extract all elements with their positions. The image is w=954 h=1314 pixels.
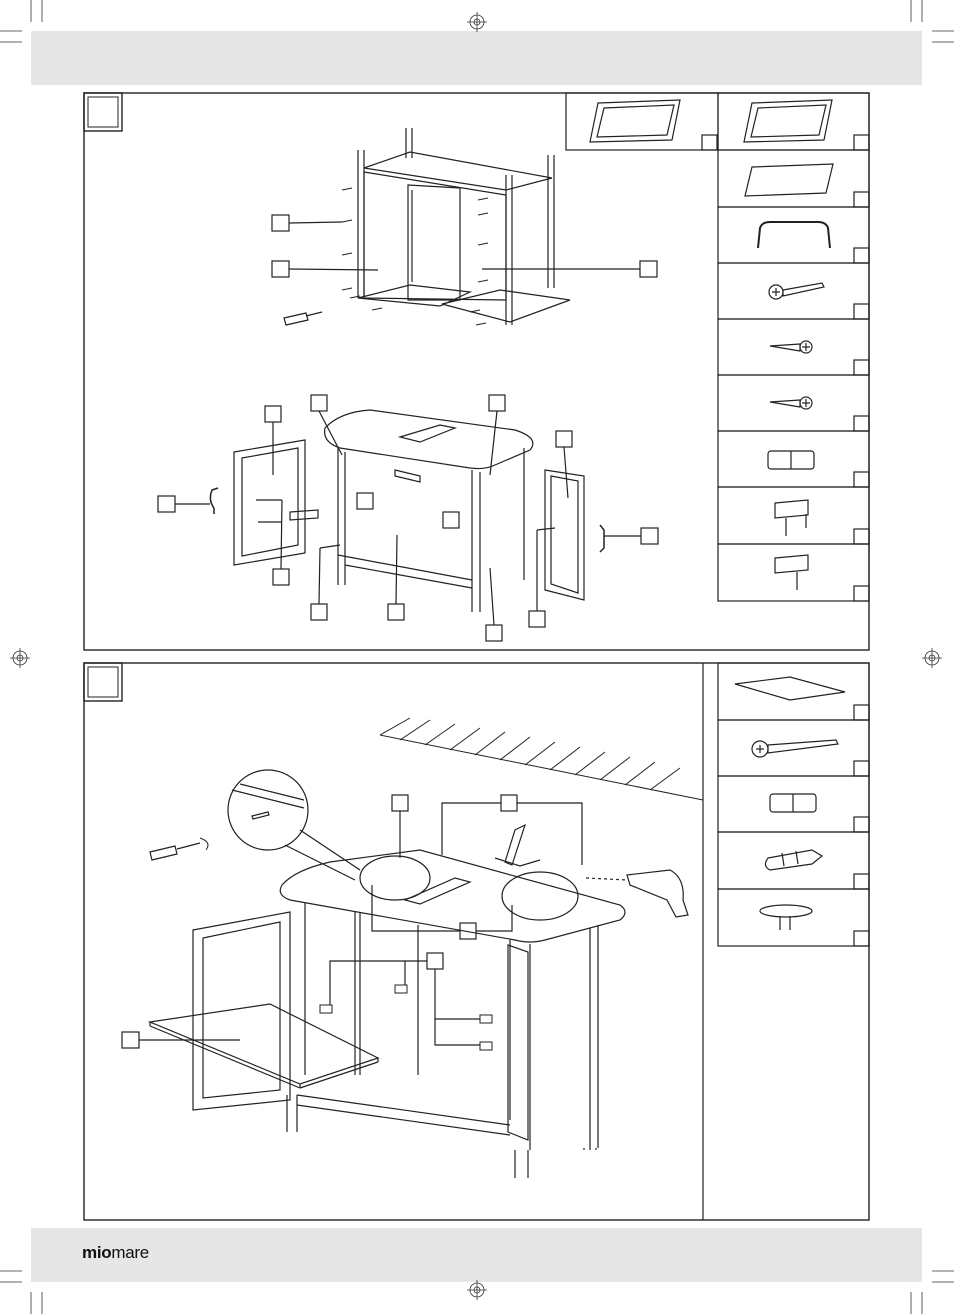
vanity-with-doors: [209, 409, 605, 612]
detail-bubble: [227, 769, 361, 881]
footer-band: [31, 1228, 922, 1282]
step-2-panel: [83, 662, 870, 1221]
step-number-box: [83, 662, 123, 702]
parts-list-step-2: [717, 662, 870, 947]
frame-panel-icon: [743, 99, 833, 143]
step-number-box: [83, 92, 123, 132]
screwdriver-icon: [149, 837, 209, 861]
long-screw-icon: [751, 739, 839, 758]
hinge-plate-icon: [774, 499, 809, 536]
shelf-board-icon: [734, 676, 846, 701]
hinge-plate-icon: [774, 554, 809, 590]
frame-panel-icon: [589, 99, 681, 143]
shelf-support-icon: [759, 904, 813, 930]
medium-screw-icon: [769, 340, 813, 354]
handle-icon: [757, 221, 831, 249]
back-panel-icon: [744, 163, 834, 197]
callout-boxes-step-2: [121, 794, 583, 1049]
large-screw-icon: [768, 282, 825, 300]
wall-hatching: [379, 717, 704, 801]
callout-boxes-top: [271, 214, 658, 278]
dowels-on-side: [319, 984, 493, 1051]
brand-logo: miomare: [82, 1243, 149, 1262]
wall-plug-icon: [764, 849, 824, 871]
dowel-icon: [767, 450, 815, 470]
callout-boxes-bottom: [157, 394, 659, 642]
step-1-panel: [83, 92, 870, 651]
dowel-icon: [769, 793, 817, 813]
screwdriver-icon: [283, 311, 323, 326]
vanity-with-shelf: [147, 823, 689, 1178]
small-screw-icon: [769, 396, 813, 410]
carcass-assembly: [357, 128, 571, 325]
header-band: [31, 31, 922, 85]
parts-list-step-1: [565, 92, 870, 602]
screws-row: [341, 187, 489, 326]
registration-marks: [10, 12, 942, 1300]
